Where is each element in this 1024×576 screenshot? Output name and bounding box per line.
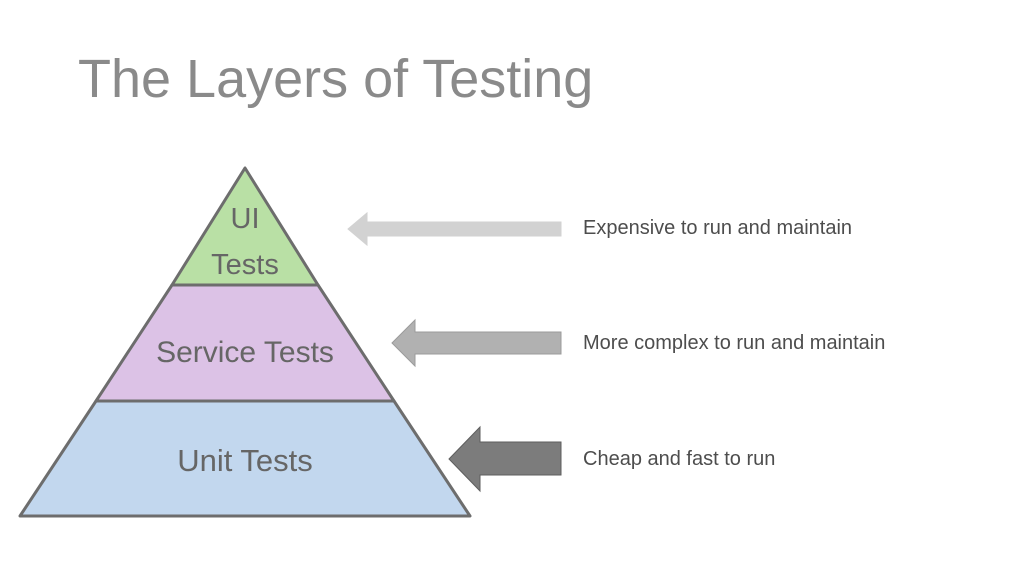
arrow-left-icon-ui [347,211,562,247]
arrow-left-icon-unit [448,425,562,493]
ui-tests-label-line1: UI [231,203,260,235]
arrow-left-icon-service [391,318,562,368]
unit-tests-note: Cheap and fast to run [583,448,776,470]
ui-tests-note: Expensive to run and maintain [583,217,853,239]
service-tests-note: More complex to run and maintain [583,332,886,354]
ui-tests-label-line2: Tests [211,249,279,281]
slide-title: The Layers of Testing [78,49,594,109]
unit-tests-label: Unit Tests [177,443,313,478]
pyramid-tier-unit [18,399,472,518]
service-tests-label: Service Tests [156,336,334,369]
